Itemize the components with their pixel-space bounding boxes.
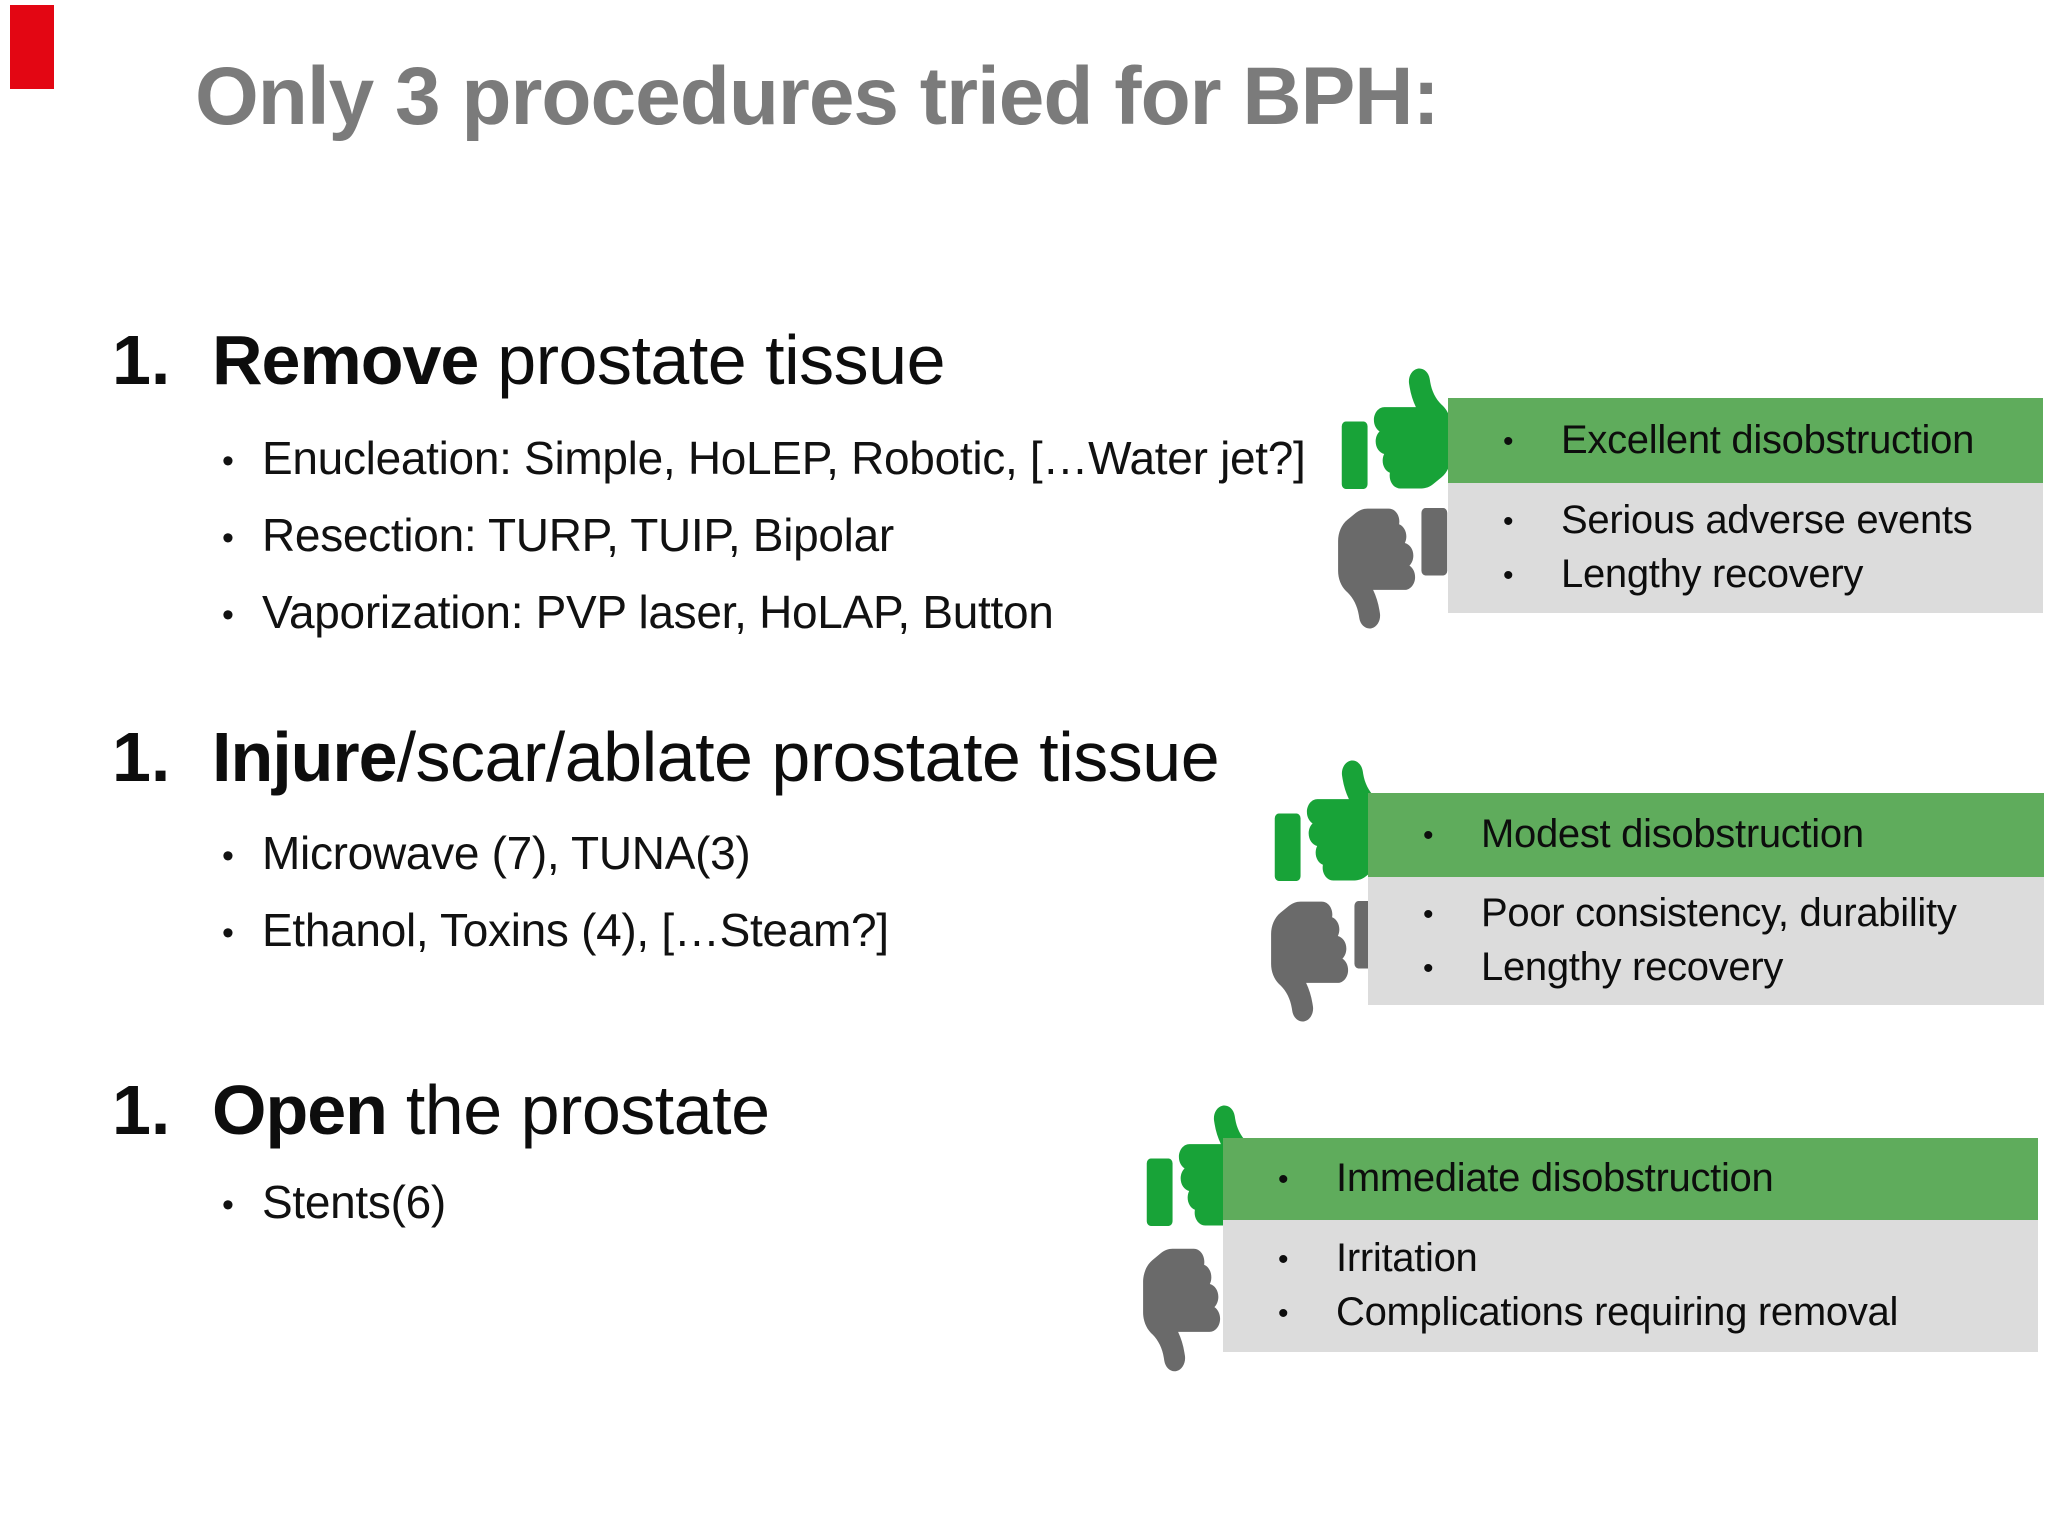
bullet-item: • Microwave (7), TUNA(3) [222,816,889,893]
bullet-icon: • [222,1186,234,1224]
bullet-icon: • [222,596,234,634]
section-number: 1. [112,718,171,796]
con-text: Lengthy recovery [1561,552,1864,596]
pros-box: • Modest disobstruction [1368,793,2044,877]
red-marker [10,5,54,89]
con-text: Poor consistency, durability [1481,891,1957,935]
bullet-icon: • [1503,505,1514,538]
section-injure: 1. Injure/scar/ablate prostate tissue • Mi… [112,718,1220,956]
section-heading-rest: the prostate [386,1071,770,1149]
thumbs-down-icon [1270,893,1382,1030]
section-number: 1. [112,321,171,399]
pro-text: Immediate disobstruction [1336,1156,1774,1200]
pros-box: • Excellent disobstruction [1448,398,2043,483]
bullet-icon: • [222,519,234,557]
bullet-item: • Ethanol, Toxins (4), […Steam?] [222,893,889,970]
bullet-text: Microwave (7), TUNA(3) [262,827,751,879]
con-item: • Irritation [1278,1232,2038,1286]
bullet-icon: • [1278,1297,1289,1330]
section-number: 1. [112,1071,171,1149]
bullet-icon: • [1423,898,1434,931]
con-item: • Complications requiring removal [1278,1286,2038,1340]
bullet-icon: • [1423,952,1434,985]
bullet-icon: • [1503,559,1514,592]
con-text: Serious adverse events [1561,498,1973,542]
con-item: • Lengthy recovery [1503,548,2043,602]
bullet-text: Ethanol, Toxins (4), […Steam?] [262,904,889,956]
bullet-text: Stents(6) [262,1176,446,1228]
section-open-heading: 1.Open the prostate [112,1075,770,1145]
pro-item: • Excellent disobstruction [1503,414,2043,468]
cons-box: • Poor consistency, durability • Lengthy r… [1368,877,2044,1005]
bullet-item: • Stents(6) [222,1165,446,1242]
section-keyword: Remove [212,321,479,399]
bullet-text: Resection: TURP, TUIP, Bipolar [262,509,894,561]
section-heading-rest: /scar/ablate prostate tissue [396,718,1220,796]
bullet-icon: • [222,442,234,480]
section-injure-heading: 1. Injure/scar/ablate prostate tissue [112,718,1220,796]
pro-text: Modest disobstruction [1481,812,1864,856]
bullet-item: • Vaporization: PVP laser, HoLAP, Button [222,575,1306,652]
bullet-text: Vaporization: PVP laser, HoLAP, Button [262,586,1054,638]
bullet-icon: • [1503,424,1514,458]
section-remove-bullets: • Enucleation: Simple, HoLEP, Robotic, […… [222,421,1306,652]
con-text: Lengthy recovery [1481,945,1784,989]
section-keyword: Open [212,1071,388,1149]
con-item: • Serious adverse events [1503,494,2043,548]
bullet-icon: • [1423,819,1434,852]
pro-text: Excellent disobstruction [1561,417,1975,462]
con-item: • Lengthy recovery [1423,941,2044,995]
section-remove-heading: 1. Remove prostate tissue [112,321,946,399]
pro-item: • Immediate disobstruction [1278,1152,2038,1206]
thumbs-down-icon [1337,500,1449,637]
section-heading-rest: prostate tissue [478,321,946,399]
con-item: • Poor consistency, durability [1423,887,2044,941]
cons-box: • Irritation • Complications requiring rem… [1223,1220,2038,1352]
section-remove: 1. Remove prostate tissue • Enucleation: S… [112,321,1306,638]
bullet-icon: • [1278,1163,1289,1196]
bullet-icon: • [1278,1243,1289,1276]
bullet-item: • Enucleation: Simple, HoLEP, Robotic, […… [222,421,1306,498]
section-injure-bullets: • Microwave (7), TUNA(3) • Ethanol, Toxins… [222,816,889,970]
pros-box: • Immediate disobstruction [1223,1138,2038,1220]
thumbs-up-icon [1340,360,1452,497]
bullet-icon: • [222,914,234,952]
section-keyword: Injure [212,718,398,796]
pro-item: • Modest disobstruction [1423,808,2044,862]
slide-title: Only 3 procedures tried for BPH: [195,51,1440,142]
con-text: Irritation [1336,1236,1478,1280]
cons-box: • Serious adverse events • Lengthy recover… [1448,483,2043,613]
bullet-icon: • [222,837,234,875]
section-open: 1.Open the prostate • Stents(6) [112,1075,770,1228]
bullet-item: • Resection: TURP, TUIP, Bipolar [222,498,1306,575]
bullet-text: Enucleation: Simple, HoLEP, Robotic, […W… [262,432,1306,484]
section-open-bullets: • Stents(6) [222,1165,446,1242]
con-text: Complications requiring removal [1336,1290,1899,1334]
